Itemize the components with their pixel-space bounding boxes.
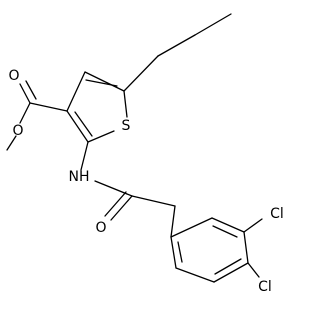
bond-cl-meta — [243, 218, 263, 233]
structure-canvas: O O S NH O Cl Cl — [6, 13, 284, 295]
bond-thiophene-c2-s — [87, 130, 115, 143]
bond-ester-c3-carbonyl — [29, 102, 68, 112]
bond-cl-para — [247, 262, 260, 278]
bond-propyl-ch2 — [157, 34, 196, 57]
bond-thiophene-c5-c4 — [84, 71, 125, 92]
bond-benzene-3-4 — [243, 231, 249, 264]
bond-carbonyl-ch2 — [131, 195, 176, 207]
bond-benzene-2-3-inner — [212, 225, 238, 238]
thiophene-sulfur-label: S — [122, 118, 131, 134]
bond-propyl-ring — [123, 55, 159, 92]
bond-benzene-1-2 — [170, 217, 213, 238]
bond-ester-carbonyl-o-double — [25, 80, 37, 100]
bond-benzene-6-1-inner — [177, 241, 183, 263]
chlorine-meta-label: Cl — [270, 206, 284, 222]
bond-c2-nh — [80, 141, 89, 171]
bond-thiophene-c3-c2-inner — [74, 111, 93, 137]
bond-amide-carbonyl-o-double — [104, 191, 127, 217]
amide-oxygen-label: O — [95, 220, 106, 236]
molecule-diagram: O O S NH O Cl Cl — [6, 13, 284, 295]
bond-thiophene-c4-c3 — [66, 71, 86, 112]
bond-thiophene-c5-c4-inner — [85, 79, 118, 87]
amide-nh-label: NH — [69, 169, 90, 185]
bond-thiophene-c3-c2 — [66, 110, 89, 143]
ester-carbonyl-oxygen-label: O — [8, 68, 19, 84]
bond-amide-carbonyl-o — [110, 195, 133, 221]
bond-propyl-ch3 — [194, 13, 232, 36]
bond-ester-carbonyl-o — [19, 83, 31, 104]
chlorine-para-label: Cl — [258, 279, 272, 295]
bond-ester-o-me — [6, 135, 17, 151]
ester-ether-oxygen-label: O — [12, 123, 23, 139]
bond-benzene-4-5-inner — [214, 258, 242, 275]
bond-benzene-5-6 — [175, 267, 215, 283]
bond-nh-carbonyl — [94, 180, 133, 197]
bond-ch2-benzene — [170, 205, 176, 238]
bond-benzene-2-3 — [211, 217, 245, 233]
bond-ester-c-o — [19, 102, 31, 124]
bond-benzene-6-1 — [170, 236, 177, 269]
bond-benzene-4-5 — [213, 262, 249, 283]
bond-thiophene-s-c5 — [123, 90, 128, 118]
